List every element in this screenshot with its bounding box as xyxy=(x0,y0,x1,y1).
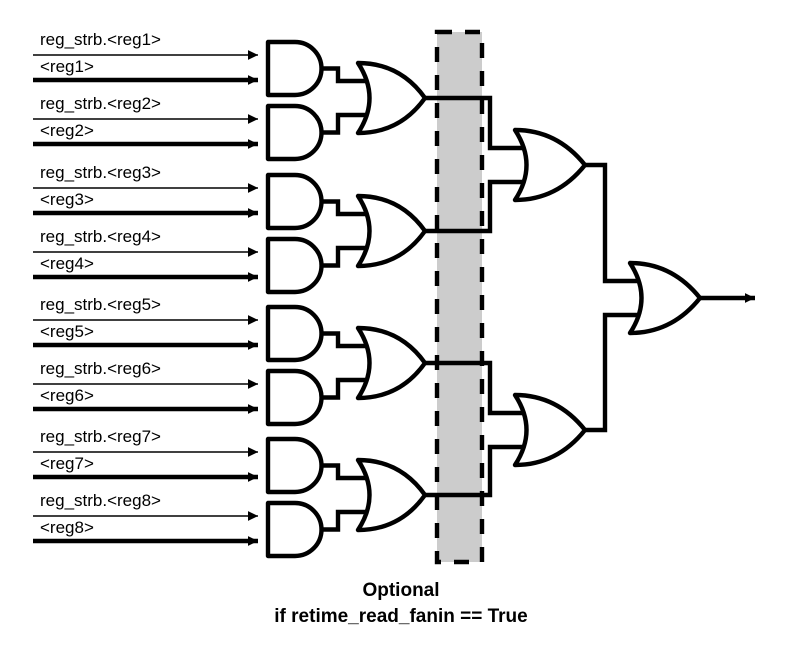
label-strobe-4: reg_strb.<reg4> xyxy=(40,227,161,246)
wire-or2-to-or5 xyxy=(425,179,524,234)
wire-and5-to-or3 xyxy=(321,331,367,349)
wire-or5-to-or7 xyxy=(585,162,639,284)
and-gate-3 xyxy=(265,172,324,231)
wire-and3-to-or2 xyxy=(321,199,367,217)
wire-or1-to-or5 xyxy=(425,95,524,151)
and-to-or1-wires xyxy=(321,66,367,532)
wire-and7-to-or4 xyxy=(321,463,367,481)
wire-and6-to-or3 xyxy=(321,377,367,400)
and-gate-7 xyxy=(265,436,324,495)
label-data-6: <reg6> xyxy=(40,386,94,405)
label-strobe-7: reg_strb.<reg7> xyxy=(40,427,161,446)
or-gate-3 xyxy=(355,325,428,401)
label-strobe-6: reg_strb.<reg6> xyxy=(40,359,161,378)
or-gate-1 xyxy=(355,60,428,136)
retime-box-dashed-border xyxy=(434,29,485,565)
wire-and2-to-or1 xyxy=(321,112,367,135)
and-gate-4 xyxy=(265,236,324,295)
and-gate-8 xyxy=(265,500,324,559)
or-gate-6 xyxy=(512,392,588,468)
retime-caption-line2: if retime_read_fanin == True xyxy=(274,606,528,627)
or1-to-or2-wires xyxy=(425,95,524,498)
and-gates xyxy=(265,39,324,559)
retime-caption-line1: Optional xyxy=(362,580,440,601)
or-gate-5 xyxy=(512,127,588,203)
label-data-7: <reg7> xyxy=(40,454,94,473)
label-data-2: <reg2> xyxy=(40,121,94,140)
wire-and4-to-or2 xyxy=(321,245,367,268)
and-gate-5 xyxy=(265,304,324,363)
or-gates-level1 xyxy=(355,60,428,533)
or-gates-level2 xyxy=(512,127,588,468)
label-strobe-3: reg_strb.<reg3> xyxy=(40,163,161,182)
or-gate-output xyxy=(627,260,703,336)
wire-and1-to-or1 xyxy=(321,66,367,84)
input-wires xyxy=(33,50,258,546)
and-gate-1 xyxy=(265,39,324,98)
wire-and8-to-or4 xyxy=(321,509,367,532)
or2-to-output-wires xyxy=(585,162,639,433)
label-data-8: <reg8> xyxy=(40,518,94,537)
label-data-3: <reg3> xyxy=(40,190,94,209)
label-strobe-5: reg_strb.<reg5> xyxy=(40,295,161,314)
and-gate-6 xyxy=(265,368,324,427)
retime-box-fill xyxy=(437,32,482,562)
wire-or3-to-or6 xyxy=(425,360,524,416)
label-strobe-8: reg_strb.<reg8> xyxy=(40,491,161,510)
label-data-5: <reg5> xyxy=(40,322,94,341)
and-gate-2 xyxy=(265,103,324,162)
wire-or4-to-or6 xyxy=(425,444,524,498)
label-data-4: <reg4> xyxy=(40,254,94,273)
label-data-1: <reg1> xyxy=(40,57,94,76)
wire-or6-to-or7 xyxy=(585,312,639,433)
or-gate-4 xyxy=(355,457,428,533)
label-strobe-2: reg_strb.<reg2> xyxy=(40,94,161,113)
or-gate-2 xyxy=(355,193,428,269)
label-strobe-1: reg_strb.<reg1> xyxy=(40,30,161,49)
